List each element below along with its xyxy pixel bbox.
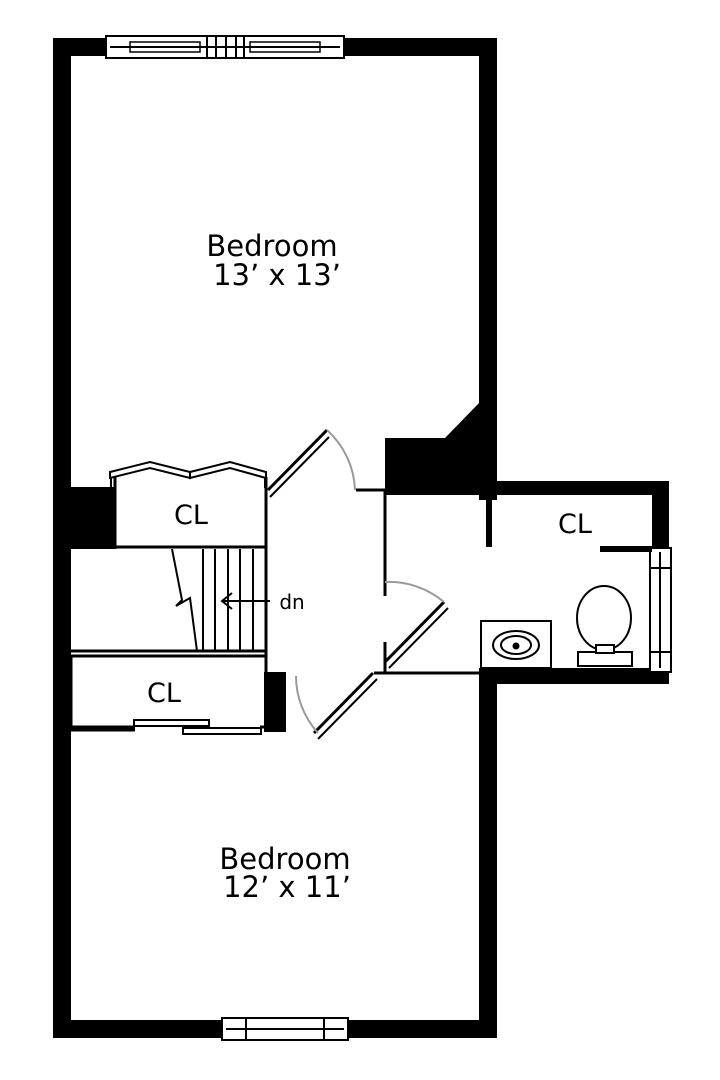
bedroom-upper-name: Bedroom xyxy=(206,229,337,263)
wall-bottom-left xyxy=(53,1020,225,1038)
exterior-walls xyxy=(53,38,669,1038)
window-bath xyxy=(649,547,672,673)
bifold-doors[interactable] xyxy=(109,460,267,488)
staircase xyxy=(171,548,270,652)
window-bottom xyxy=(221,1017,349,1041)
wall-bottom-right xyxy=(346,1020,497,1038)
bedroom-lower-dimensions: 12’ x 11’ xyxy=(223,870,351,904)
bath-closet-wall-left xyxy=(486,495,492,547)
wall-bath-right-top xyxy=(652,481,669,551)
wall-right-lower xyxy=(479,668,497,1036)
wall-right-upper xyxy=(479,38,497,500)
chimney-block xyxy=(385,402,480,495)
sink xyxy=(480,620,552,669)
closet-upper-label: CL xyxy=(174,500,208,531)
bedroom-upper-dimensions: 13’ x 13’ xyxy=(213,258,341,292)
wall-block-left xyxy=(71,487,116,549)
door-lower-hall[interactable] xyxy=(295,671,378,740)
bath-closet-wall xyxy=(600,546,652,552)
wall-block-hall xyxy=(264,672,286,732)
closet-lower-label: CL xyxy=(147,678,181,709)
toilet xyxy=(576,585,633,667)
sliding-doors[interactable] xyxy=(133,719,262,735)
closet-bath-label: CL xyxy=(558,509,592,540)
window-top xyxy=(105,35,345,59)
bedroom-lower-name: Bedroom xyxy=(219,842,350,876)
door-bath[interactable] xyxy=(383,580,449,669)
wall-top-left xyxy=(53,38,109,56)
door-upper-hall[interactable] xyxy=(266,428,356,498)
interior-solids xyxy=(71,402,480,732)
wall-top-right xyxy=(342,38,497,56)
wall-bath-top xyxy=(479,481,669,495)
wall-bath-bottom xyxy=(479,668,669,684)
stairs-direction-label: dn xyxy=(279,590,304,614)
wall-left xyxy=(53,38,71,1036)
